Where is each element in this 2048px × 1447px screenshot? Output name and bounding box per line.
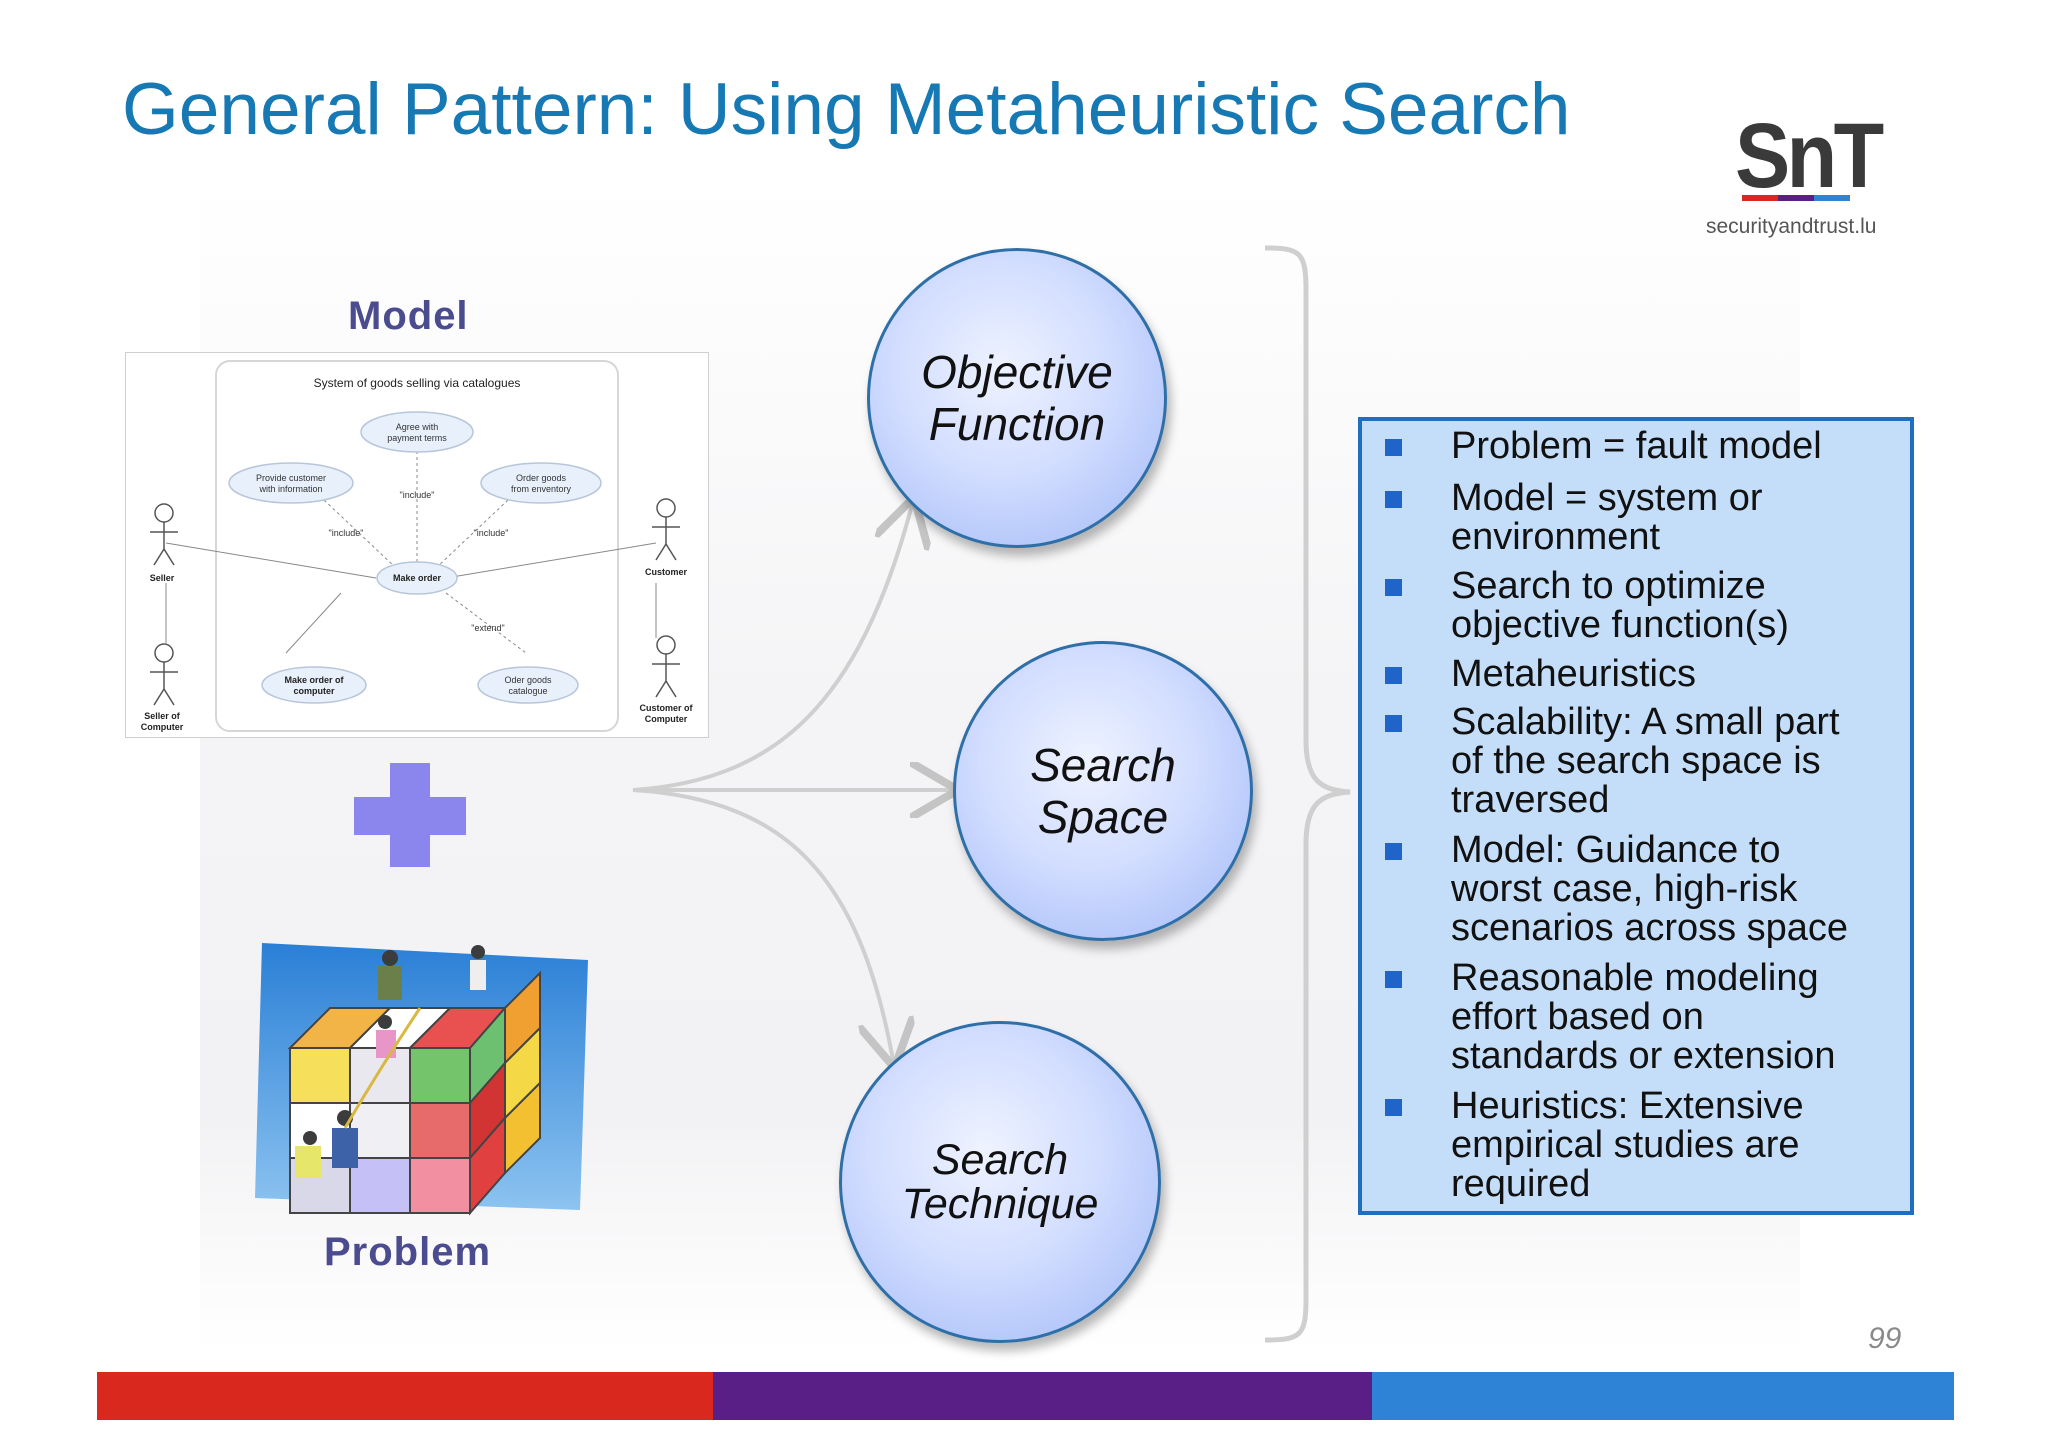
- logo-url: securityandtrust.lu: [1706, 215, 1877, 238]
- footer-color-stripe: [97, 1372, 1954, 1420]
- bullet-text-line: required: [1451, 1163, 1591, 1205]
- uc-extend: "extend": [471, 623, 504, 633]
- uc-actor-seller: Seller: [150, 573, 175, 583]
- uc-oder-cat-2: catalogue: [508, 686, 547, 696]
- uc-actor-customer: Customer: [645, 567, 688, 577]
- bullet-square-icon: [1385, 843, 1402, 860]
- circle-space-line2: Space: [1037, 791, 1169, 843]
- uc-include-1: "include": [400, 490, 435, 500]
- bullet-text-line: Heuristics: Extensive: [1451, 1085, 1804, 1127]
- bullet-square-icon: [1385, 491, 1402, 508]
- bullet-text-line: Model = system or: [1451, 477, 1763, 519]
- uc-oder-cat-1: Oder goods: [504, 675, 552, 685]
- bullet-square-icon: [1385, 1099, 1402, 1116]
- bullet-text-line: traversed: [1451, 779, 1610, 821]
- bullet-text-line: scenarios across space: [1451, 907, 1849, 949]
- bullet-square-icon: [1385, 971, 1402, 988]
- bullet-square-icon: [1385, 439, 1402, 456]
- uc-actor-customer-comp-2: Computer: [645, 714, 688, 724]
- uc-agree-1: Agree with: [396, 422, 439, 432]
- circle-technique-line2: Technique: [901, 1180, 1099, 1228]
- circle-objective-line1: Objective: [921, 346, 1113, 398]
- bullet-text-line: environment: [1451, 516, 1661, 558]
- uc-provide-1: Provide customer: [256, 473, 326, 483]
- uc-make-order: Make order: [393, 573, 442, 583]
- bullet-text-line: Model: Guidance to: [1451, 829, 1781, 871]
- uc-order-inv-1: Order goods: [516, 473, 567, 483]
- uc-make-order-comp-2: computer: [293, 686, 335, 696]
- uc-include-2: "include": [329, 528, 364, 538]
- bullet-text-line: of the search space is: [1451, 740, 1821, 782]
- bullet-text-line: worst case, high-risk: [1451, 868, 1798, 910]
- model-label: Model: [348, 294, 469, 338]
- bullet-text-line: Metaheuristics: [1451, 653, 1696, 695]
- bullet-text-line: Reasonable modeling: [1451, 957, 1819, 999]
- bullet-square-icon: [1385, 667, 1402, 684]
- plus-icon-bar: [354, 797, 466, 835]
- bullet-text-line: effort based on: [1451, 996, 1704, 1038]
- logo-color-bar: [1742, 195, 1850, 201]
- uc-system-title: System of goods selling via catalogues: [314, 376, 521, 390]
- bullet-text-line: empirical studies are: [1451, 1124, 1800, 1166]
- uc-agree-2: payment terms: [387, 433, 447, 443]
- uc-actor-customer-comp-1: Customer of: [639, 703, 693, 713]
- snt-logo: SnT: [1735, 105, 1884, 207]
- circle-space-line1: Search: [1030, 739, 1176, 791]
- bullet-text-line: Problem = fault model: [1451, 425, 1822, 467]
- use-case-diagram: System of goods selling via catalogues "…: [125, 352, 709, 738]
- rubiks-cube-illustration: [250, 938, 590, 1238]
- uc-include-3: "include": [474, 528, 509, 538]
- bullet-square-icon: [1385, 715, 1402, 732]
- page-number: 99: [1868, 1322, 1902, 1355]
- uc-actor-seller-comp-1: Seller of: [144, 711, 181, 721]
- slide-title: General Pattern: Using Metaheuristic Sea…: [122, 69, 1571, 150]
- uc-actor-seller-comp-2: Computer: [141, 722, 184, 732]
- uc-order-inv-2: from enventory: [511, 484, 572, 494]
- bullet-text-line: objective function(s): [1451, 604, 1789, 646]
- circle-technique-line1: Search: [931, 1136, 1069, 1184]
- uc-make-order-comp-1: Make order of: [284, 675, 344, 685]
- bullet-text-line: Search to optimize: [1451, 565, 1766, 607]
- circle-objective-line2: Function: [928, 398, 1106, 450]
- bullet-text-line: standards or extension: [1451, 1035, 1836, 1077]
- bullet-square-icon: [1385, 579, 1402, 596]
- bullet-text-line: Scalability: A small part: [1451, 701, 1840, 743]
- uc-provide-2: with information: [258, 484, 322, 494]
- problem-label: Problem: [324, 1230, 492, 1274]
